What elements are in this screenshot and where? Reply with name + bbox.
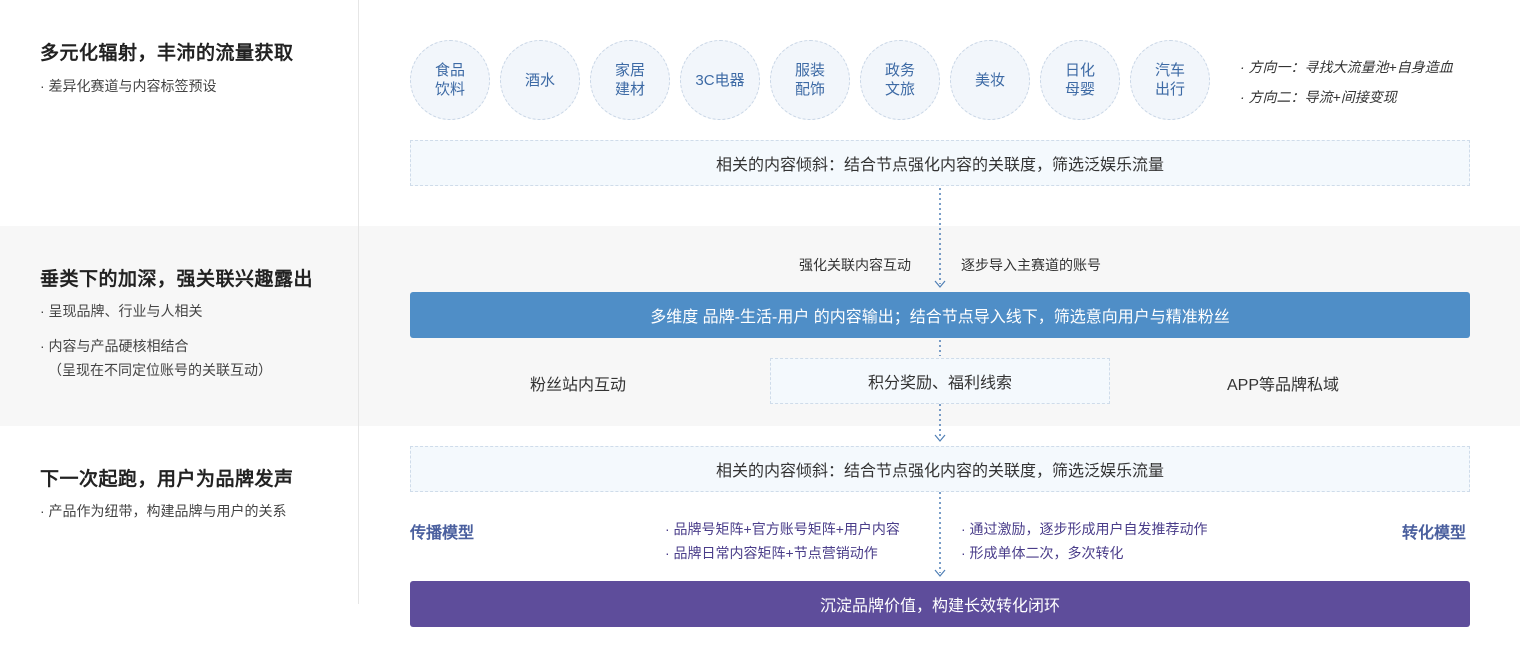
section-2-item-2: · 内容与产品硬核相结合 [40, 338, 189, 354]
category-auto-travel: 汽车 出行 [1130, 40, 1210, 120]
conversion-bullet-1: · 通过激励，逐步形成用户自发推荐动作 [961, 521, 1208, 537]
arrow-1-icon [934, 280, 946, 288]
arrow-3-icon [934, 434, 946, 442]
section-title-2: 垂类下的加深，强关联兴趣露出 [40, 269, 314, 290]
flow-label-right: 逐步导入主赛道的账号 [961, 257, 1101, 273]
category-apparel: 服装 配饰 [770, 40, 850, 120]
category-home-building: 家居 建材 [590, 40, 670, 120]
brand-value-box: 沉淀品牌价值，构建长效转化闭环 [410, 581, 1470, 627]
category-liquor: 酒水 [500, 40, 580, 120]
arrow-4-icon [934, 569, 946, 577]
direction-2: · 方向二：导流+间接变现 [1240, 89, 1397, 105]
sub-points-rewards-box: 积分奖励、福利线索 [770, 358, 1110, 404]
section-title-1: 多元化辐射，丰沛的流量获取 [40, 43, 294, 64]
direction-1: · 方向一：寻找大流量池+自身造血 [1240, 59, 1453, 75]
flow-label-left: 强化关联内容互动 [799, 257, 911, 273]
content-tilt-box-bottom: 相关的内容倾斜：结合节点强化内容的关联度，筛选泛娱乐流量 [410, 446, 1470, 492]
model-conversion: 转化模型 [1402, 525, 1467, 542]
propagation-bullet-1: · 品牌号矩阵+官方账号矩阵+用户内容 [665, 521, 900, 537]
category-daily-maternity: 日化 母婴 [1040, 40, 1120, 120]
content-tilt-box-top: 相关的内容倾斜：结合节点强化内容的关联度，筛选泛娱乐流量 [410, 140, 1470, 186]
multi-dimension-output-box: 多维度 品牌-生活-用户 的内容输出；结合节点导入线下，筛选意向用户与精准粉丝 [410, 292, 1470, 338]
section-title-3: 下一次起跑，用户为品牌发声 [40, 469, 294, 490]
category-3c-electronics: 3C电器 [680, 40, 760, 120]
category-government-tourism: 政务 文旅 [860, 40, 940, 120]
sub-fan-interaction: 粉丝站内互动 [530, 377, 627, 394]
model-propagation: 传播模型 [410, 525, 475, 542]
propagation-bullet-2: · 品牌日常内容矩阵+节点营销动作 [665, 545, 878, 561]
category-beauty: 美妆 [950, 40, 1030, 120]
section-2-item-3: （呈现在不同定位账号的关联互动） [48, 362, 272, 378]
conversion-bullet-2: · 形成单体二次，多次转化 [961, 545, 1124, 561]
section-3-item-1: · 产品作为纽带，构建品牌与用户的关系 [40, 503, 287, 519]
category-food-beverage: 食品 饮料 [410, 40, 490, 120]
sub-app-private-domain: APP等品牌私域 [1227, 377, 1340, 394]
section-2-item-1: · 呈现品牌、行业与人相关 [40, 303, 203, 319]
section-1-item-1: · 差异化赛道与内容标签预设 [40, 78, 217, 94]
column-divider [358, 0, 359, 604]
